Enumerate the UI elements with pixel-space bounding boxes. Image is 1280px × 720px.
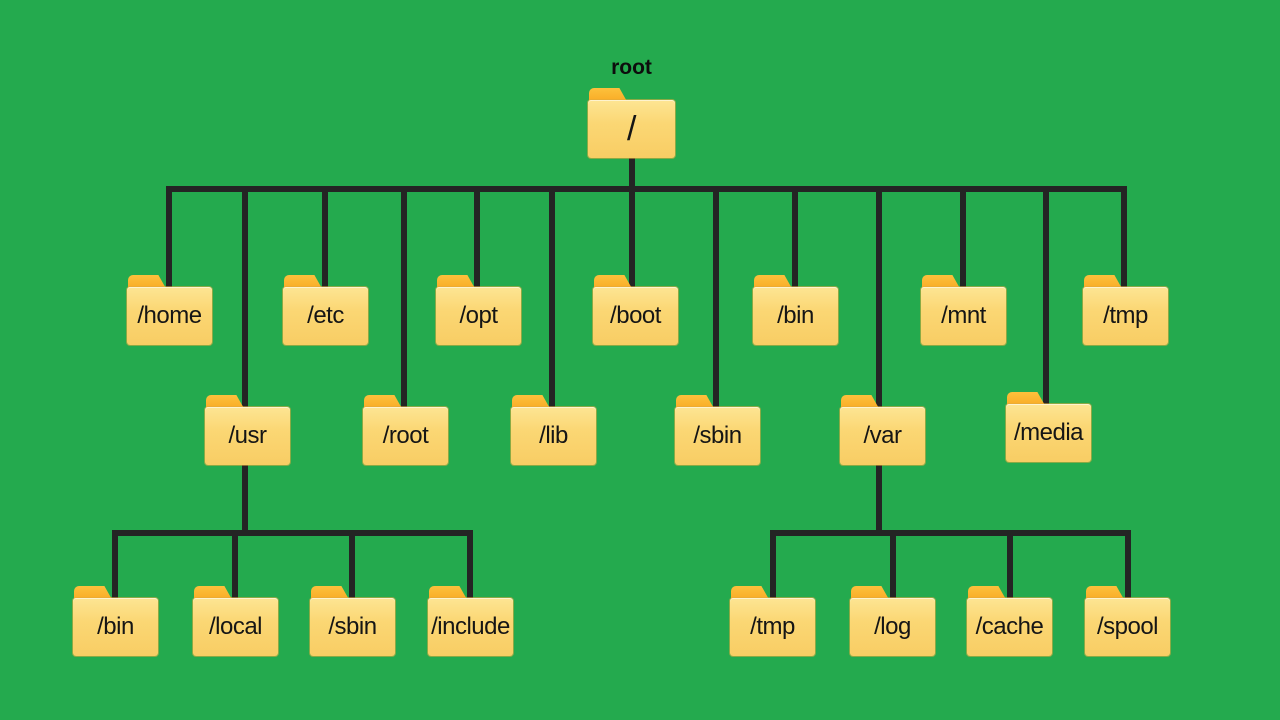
folder-label: /	[627, 109, 636, 148]
folder-usr-bin: /bin	[73, 586, 158, 656]
connector-drop-var-cache	[1007, 530, 1013, 600]
folder-label: /bin	[97, 613, 134, 640]
folder-label: /cache	[975, 613, 1044, 640]
connector-drop-usr	[242, 186, 248, 409]
folder-bin: /bin	[753, 275, 838, 345]
folder-label: /sbin	[693, 422, 742, 449]
connector-var-stem	[876, 455, 882, 536]
folder-label: /local	[208, 613, 263, 640]
folder-var-cache: /cache	[967, 586, 1052, 656]
folder-sbin: /sbin	[675, 395, 760, 465]
folder-body-icon	[1006, 404, 1091, 462]
folder-mnt: /mnt	[921, 275, 1006, 345]
folder-body-icon	[967, 598, 1052, 656]
folder-label: /etc	[307, 302, 344, 329]
folder-body-icon	[675, 407, 760, 465]
folder-label: /opt	[459, 302, 498, 329]
folder-lib: /lib	[511, 395, 596, 465]
folder-body-icon	[428, 598, 513, 656]
connector-var-bus	[770, 530, 1131, 536]
connector-drop-var-tmp	[770, 530, 776, 600]
folder-root-dir: /root	[363, 395, 448, 465]
folder-body-icon	[511, 407, 596, 465]
folder-usr: /usr	[205, 395, 290, 465]
folder-body-icon	[310, 598, 395, 656]
connector-usr-stem	[242, 455, 248, 536]
folder-body-icon	[205, 407, 290, 465]
connector-drop-bin	[792, 186, 798, 289]
folder-label: /media	[1013, 419, 1084, 446]
folder-label: /boot	[610, 302, 661, 329]
folder-label: /home	[137, 302, 202, 329]
connector-drop-media	[1043, 186, 1049, 409]
folder-body-icon	[588, 100, 675, 158]
connector-drop-opt	[474, 186, 480, 289]
folder-body-icon	[840, 407, 925, 465]
connector-drop-sbin	[713, 186, 719, 409]
folder-var-log: /log	[850, 586, 935, 656]
folder-body-icon	[363, 407, 448, 465]
folder-label: /mnt	[941, 302, 986, 329]
folder-media: /media	[1006, 392, 1091, 462]
connector-drop-usr-include	[467, 530, 473, 600]
folder-label: /usr	[228, 422, 267, 449]
folder-body-icon	[753, 287, 838, 345]
folder-body-icon	[921, 287, 1006, 345]
folder-usr-local: /local	[193, 586, 278, 656]
folder-body-icon	[283, 287, 368, 345]
connector-drop-home	[166, 186, 172, 289]
folder-boot: /boot	[593, 275, 678, 345]
folder-body-icon	[593, 287, 678, 345]
folder-body-icon	[730, 598, 815, 656]
folder-label: /tmp	[1103, 302, 1148, 329]
connector-drop-var-log	[890, 530, 896, 600]
folder-label: /tmp	[750, 613, 795, 640]
folder-root: /	[588, 88, 675, 158]
folder-body-icon	[436, 287, 521, 345]
folder-label: /include	[431, 613, 510, 640]
connector-drop-usr-sbin	[349, 530, 355, 600]
folder-label: /sbin	[328, 613, 377, 640]
folder-body-icon	[1085, 598, 1170, 656]
connector-drop-var	[876, 186, 882, 409]
folder-label: /root	[382, 422, 429, 449]
folder-label: /log	[874, 613, 911, 640]
root-caption: root	[611, 56, 652, 79]
connector-usr-bus	[112, 530, 473, 536]
connector-drop-boot	[629, 186, 635, 289]
folder-label: /lib	[539, 422, 568, 449]
connector-drop-mnt	[960, 186, 966, 289]
connector-drop-usr-local	[232, 530, 238, 600]
folder-usr-sbin: /sbin	[310, 586, 395, 656]
folder-etc: /etc	[283, 275, 368, 345]
folder-body-icon	[73, 598, 158, 656]
connector-drop-tmp	[1121, 186, 1127, 289]
connector-drop-root	[401, 186, 407, 409]
folder-body-icon	[1083, 287, 1168, 345]
connector-drop-lib	[549, 186, 555, 409]
connector-root-stem	[629, 150, 635, 192]
folder-tmp: /tmp	[1083, 275, 1168, 345]
folder-var-tmp: /tmp	[730, 586, 815, 656]
folder-body-icon	[127, 287, 212, 345]
folder-opt: /opt	[436, 275, 521, 345]
folder-label: /spool	[1096, 613, 1159, 640]
folder-usr-include: /include	[428, 586, 513, 656]
folder-home: /home	[127, 275, 212, 345]
folder-label: /var	[863, 422, 902, 449]
connector-drop-usr-bin	[112, 530, 118, 600]
connector-drop-var-spool	[1125, 530, 1131, 600]
folder-label: /bin	[777, 302, 814, 329]
connector-drop-etc	[322, 186, 328, 289]
folder-body-icon	[193, 598, 278, 656]
connector-main-bus	[166, 186, 1127, 192]
folder-var-spool: /spool	[1085, 586, 1170, 656]
folder-body-icon	[850, 598, 935, 656]
folder-var: /var	[840, 395, 925, 465]
